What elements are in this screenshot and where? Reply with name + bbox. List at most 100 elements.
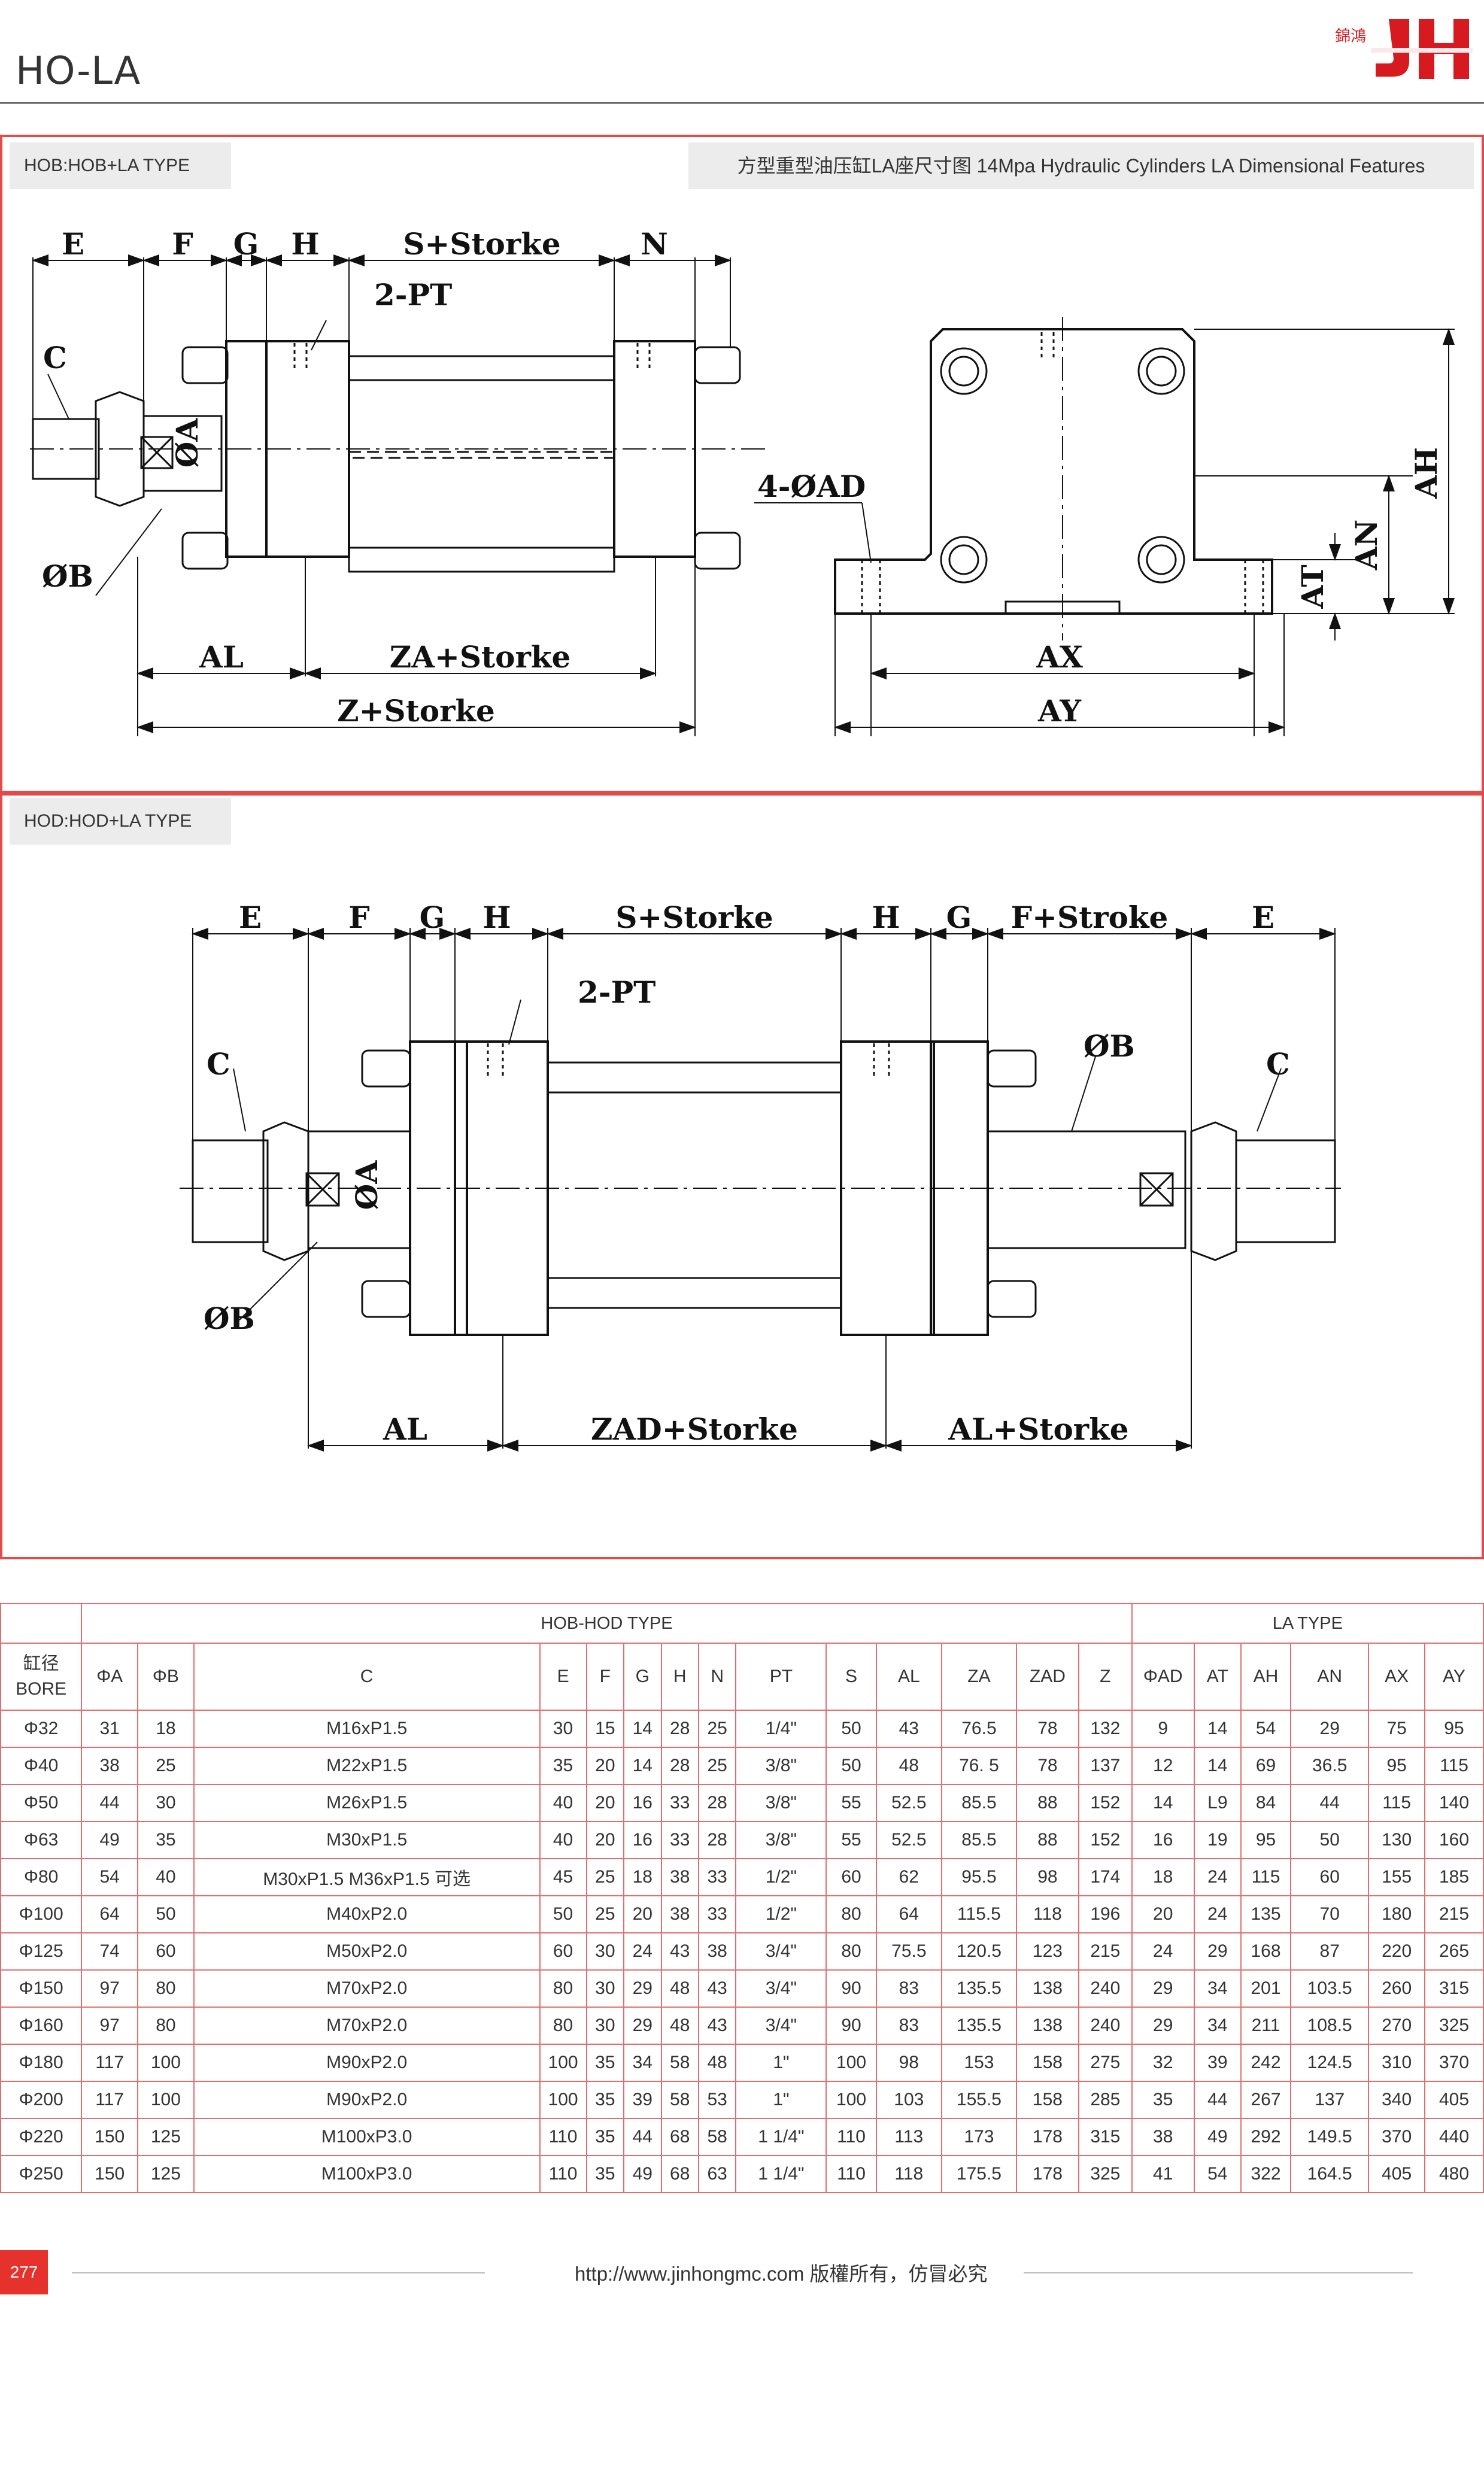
table-cell: 315 — [1424, 1969, 1484, 2008]
table-cell: 41 — [1131, 2155, 1195, 2193]
dim-label: E — [239, 900, 262, 935]
table-cell: 174 — [1078, 1858, 1133, 1896]
bore-cell: Φ250 — [0, 2155, 83, 2193]
table-cell: 150 — [81, 2118, 139, 2156]
table-cell: 20 — [585, 1821, 625, 1859]
table-cell: 60 — [137, 1932, 195, 1971]
table-cell: 110 — [539, 2155, 587, 2193]
dim-label: E — [62, 226, 84, 262]
features-title: 方型重型油压缸LA座尺寸图 14Mpa Hydraulic Cylinders … — [688, 142, 1474, 189]
table-cell: 135.5 — [940, 1969, 1017, 2008]
table-cell: 20 — [585, 1747, 625, 1785]
bore-cell: Φ125 — [0, 1932, 83, 1971]
table-cell: 14 — [1193, 1710, 1242, 1748]
table-cell: 75.5 — [875, 1932, 942, 1971]
table-cell: 115.5 — [940, 1895, 1017, 1933]
table-cell: 132 — [1078, 1710, 1133, 1748]
table-cell: 90 — [826, 1969, 877, 2008]
column-header: H — [660, 1643, 699, 1711]
table-cell: 20 — [1131, 1895, 1195, 1933]
dim-label: ØB — [1084, 1028, 1135, 1064]
table-cell: 25 — [585, 1895, 625, 1933]
dim-label: 2-PT — [578, 975, 655, 1010]
table-cell: 52.5 — [875, 1784, 942, 1822]
table-cell: 25 — [585, 1858, 625, 1896]
table-cell: 123 — [1015, 1932, 1080, 1971]
table-cell: 340 — [1368, 2081, 1425, 2119]
table-cell: 95.5 — [940, 1858, 1017, 1896]
table-cell: 34 — [623, 2044, 662, 2082]
table-cell: 100 — [826, 2081, 877, 2119]
table-cell: 155 — [1368, 1858, 1425, 1896]
table-cell: 70 — [1290, 1895, 1370, 1933]
table-cell: 38 — [660, 1858, 699, 1896]
table-cell: 29 — [1290, 1710, 1370, 1748]
table-cell: 50 — [539, 1895, 587, 1933]
table-cell: 103 — [875, 2081, 942, 2119]
table-cell: 80 — [539, 1969, 587, 2008]
table-cell: 78 — [1015, 1710, 1080, 1748]
table-cell: 267 — [1240, 2081, 1292, 2119]
table-cell: 125 — [137, 2155, 195, 2193]
table-cell: M70xP2.0 — [193, 2006, 541, 2045]
table-cell: 201 — [1240, 1969, 1292, 2008]
table-cell: 33 — [660, 1784, 699, 1822]
table-cell: 18 — [623, 1858, 662, 1896]
table-cell: M22xP1.5 — [193, 1747, 541, 1785]
column-header: AX — [1368, 1643, 1425, 1711]
column-header: ΦA — [81, 1643, 139, 1711]
table-cell: 36.5 — [1290, 1747, 1370, 1785]
table-cell: 32 — [1131, 2044, 1195, 2082]
dim-label: AY — [1037, 693, 1082, 728]
footer-copyright: http://www.jinhongmc.com 版權所有，仿冒必究 — [575, 2263, 988, 2285]
table-cell: 43 — [697, 1969, 737, 2008]
table-cell: 480 — [1424, 2155, 1484, 2193]
table-cell: 370 — [1368, 2118, 1425, 2156]
bore-cell: Φ180 — [0, 2044, 83, 2082]
table-cell: 20 — [585, 1784, 625, 1822]
bore-label-cn: 缸径 — [23, 1654, 59, 1674]
table-cell: 325 — [1078, 2155, 1133, 2193]
table-cell: 40 — [137, 1858, 195, 1896]
page-number-badge: 277 — [0, 2250, 48, 2294]
dim-label: H — [291, 226, 319, 262]
table-cell: 78 — [1015, 1747, 1080, 1785]
bore-cell: Φ40 — [0, 1747, 83, 1785]
column-header: E — [539, 1643, 587, 1711]
table-cell: 185 — [1424, 1858, 1484, 1896]
table-cell: 53 — [697, 2081, 737, 2119]
table-cell: 260 — [1368, 1969, 1425, 2008]
dim-label: AL+Storke — [948, 1411, 1128, 1447]
table-cell: 48 — [660, 1969, 699, 2008]
table-cell: 405 — [1368, 2155, 1425, 2193]
table-cell: 83 — [875, 1969, 942, 2008]
table-cell: 34 — [1193, 2006, 1242, 2045]
table-cell: 30 — [585, 2006, 625, 2045]
table-cell: 29 — [1131, 2006, 1195, 2045]
bore-cell: Φ200 — [0, 2081, 83, 2119]
column-header: ZA — [940, 1643, 1017, 1711]
table-cell: 1 1/4" — [735, 2155, 827, 2193]
table-cell: M100xP3.0 — [193, 2118, 541, 2156]
table-cell: 60 — [1290, 1858, 1370, 1896]
table-cell: 54 — [1193, 2155, 1242, 2193]
group-header-hob-hod: HOB-HOD TYPE — [81, 1603, 1133, 1644]
table-cell: 135.5 — [940, 2006, 1017, 2045]
table-cell: 35 — [585, 2044, 625, 2082]
table-cell: 40 — [539, 1821, 587, 1859]
table-cell: 25 — [137, 1747, 195, 1785]
table-cell: 44 — [1290, 1784, 1370, 1822]
column-header: ZAD — [1015, 1643, 1080, 1711]
table-cell: 115 — [1424, 1747, 1484, 1785]
table-cell: 315 — [1078, 2118, 1133, 2156]
table-cell: 85.5 — [940, 1821, 1017, 1859]
table-cell: 110 — [539, 2118, 587, 2156]
table-cell: 240 — [1078, 2006, 1133, 2045]
table-cell: 39 — [1193, 2044, 1242, 2082]
table-cell: 164.5 — [1290, 2155, 1370, 2193]
table-cell: 49 — [1193, 2118, 1242, 2156]
